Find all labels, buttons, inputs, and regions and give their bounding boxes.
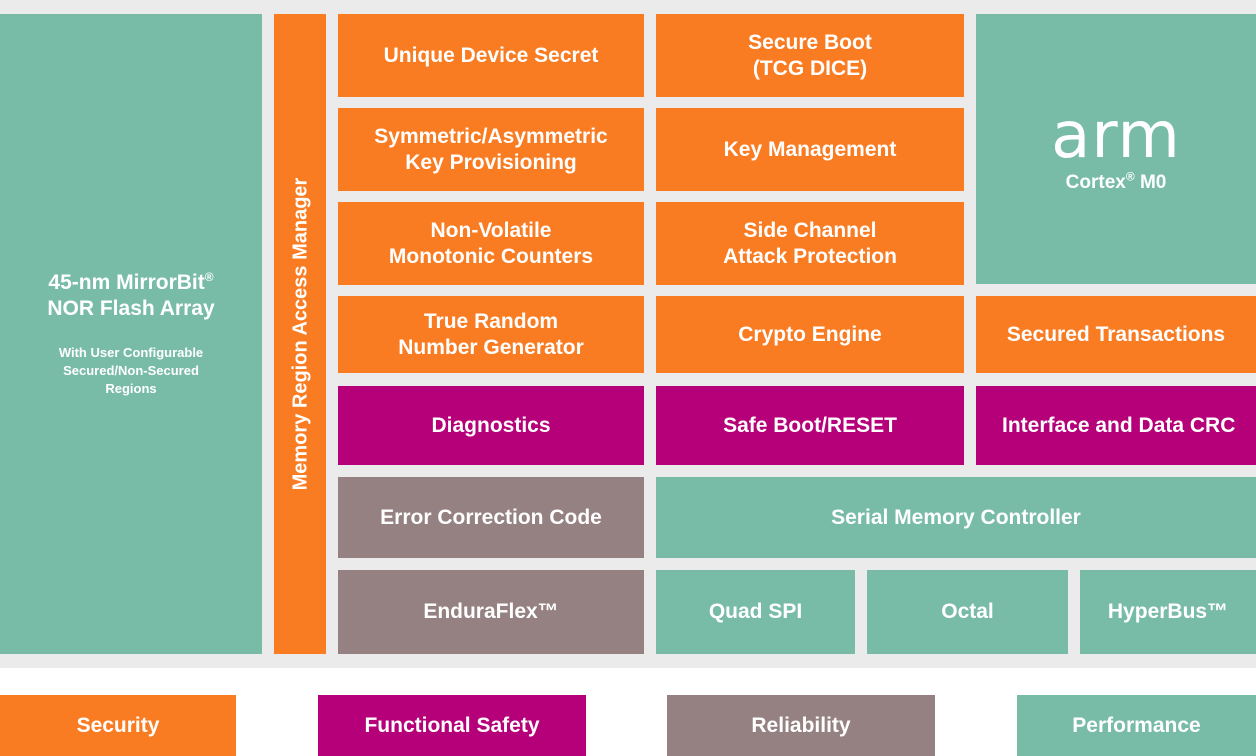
hyperbus-block: HyperBus™ [1080, 570, 1256, 654]
cortex-m0-label: Cortex® M0 [1065, 169, 1167, 194]
safe-boot-block: Safe Boot/RESET [656, 386, 964, 465]
key-management-label: Key Management [723, 137, 897, 161]
memory-region-access-manager-label: Memory Region Access Manager [289, 177, 312, 491]
side-channel-block: Side Channel Attack Protection [656, 202, 964, 285]
quad-spi-block: Quad SPI [656, 570, 855, 654]
interface-crc-label: Interface and Data CRC [1002, 413, 1236, 437]
flash-title-line1: 45-nm MirrorBit [48, 271, 205, 294]
safe-boot-label: Safe Boot/RESET [723, 413, 897, 437]
secure-boot-block: Secure Boot (TCG DICE) [656, 14, 964, 97]
flash-title: 45-nm MirrorBit® NOR Flash Array [47, 270, 214, 322]
diagnostics-label: Diagnostics [431, 413, 551, 437]
flash-title-line2: NOR Flash Array [47, 297, 215, 320]
serial-memory-controller-label: Serial Memory Controller [831, 505, 1081, 529]
key-provisioning-label: Symmetric/Asymmetric Key Provisioning [374, 124, 608, 174]
hyperbus-label: HyperBus™ [1107, 600, 1229, 623]
ecc-label: Error Correction Code [380, 505, 602, 529]
crypto-engine-label: Crypto Engine [738, 322, 882, 346]
key-management-block: Key Management [656, 108, 964, 191]
legend-performance: Performance [1017, 695, 1256, 756]
trng-label: True Random Number Generator [398, 309, 584, 359]
interface-crc-block: Interface and Data CRC [976, 386, 1256, 465]
cortex-model: M0 [1134, 172, 1167, 193]
cortex-text: Cortex [1065, 172, 1126, 193]
legend-security: Security [0, 695, 236, 756]
legend-reliability-label: Reliability [751, 713, 851, 737]
flash-array-block: 45-nm MirrorBit® NOR Flash Array With Us… [0, 14, 262, 654]
unique-device-secret-label: Unique Device Secret [383, 43, 599, 67]
registered-mark: ® [204, 270, 214, 284]
octal-block: Octal [867, 570, 1068, 654]
arm-logo: arm [1051, 99, 1181, 173]
key-provisioning-block: Symmetric/Asymmetric Key Provisioning [338, 108, 644, 191]
secure-boot-label: Secure Boot (TCG DICE) [748, 30, 872, 80]
legend-functional-safety: Functional Safety [318, 695, 586, 756]
monotonic-counters-block: Non-Volatile Monotonic Counters [338, 202, 644, 285]
ecc-block: Error Correction Code [338, 477, 644, 558]
legend-functional-safety-label: Functional Safety [364, 713, 540, 737]
memory-region-access-manager: Memory Region Access Manager [274, 14, 326, 654]
trng-block: True Random Number Generator [338, 296, 644, 373]
quad-spi-label: Quad SPI [708, 600, 803, 623]
flash-subtitle: With User Configurable Secured/Non-Secur… [58, 345, 204, 396]
secured-transactions-block: Secured Transactions [976, 296, 1256, 373]
crypto-engine-block: Crypto Engine [656, 296, 964, 373]
serial-memory-controller-block: Serial Memory Controller [656, 477, 1256, 558]
legend-security-label: Security [76, 713, 160, 737]
unique-device-secret-block: Unique Device Secret [338, 14, 644, 97]
side-channel-label: Side Channel Attack Protection [723, 218, 897, 268]
monotonic-counters-label: Non-Volatile Monotonic Counters [388, 218, 594, 268]
cortex-registered-mark: ® [1125, 169, 1135, 184]
enduraflex-block: EnduraFlex™ [338, 570, 644, 654]
legend-reliability: Reliability [667, 695, 935, 756]
secured-transactions-label: Secured Transactions [1006, 322, 1226, 346]
diagnostics-block: Diagnostics [338, 386, 644, 465]
octal-label: Octal [941, 600, 994, 623]
legend-performance-label: Performance [1072, 713, 1201, 737]
arm-cortex-block: arm Cortex® M0 [976, 14, 1256, 284]
enduraflex-label: EnduraFlex™ [423, 600, 559, 623]
